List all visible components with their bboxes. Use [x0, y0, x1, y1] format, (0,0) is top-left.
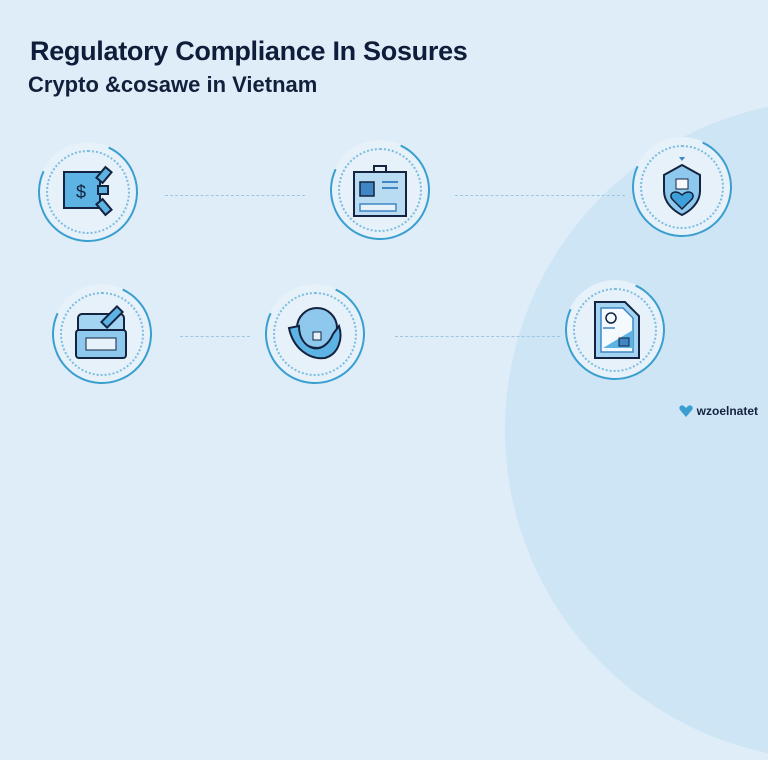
node-shield — [617, 122, 747, 252]
brand-name: wzoelnatet — [696, 404, 758, 418]
connector-line — [395, 336, 560, 337]
shield-heart-icon — [663, 157, 701, 217]
svg-text:$: $ — [76, 182, 86, 202]
briefcase-documents-icon — [353, 165, 407, 217]
heart-logo-icon — [679, 405, 693, 417]
node-vault: $ — [23, 127, 153, 257]
node-basket — [37, 269, 167, 399]
vault-dollar-icon: $ — [63, 165, 113, 217]
connector-line — [180, 336, 250, 337]
hands-globe-icon — [287, 307, 342, 360]
node-hands — [250, 269, 380, 399]
page-subtitle: Crypto &cosawe in Vietnam — [28, 72, 318, 97]
node-document — [550, 265, 680, 395]
basket-barcode-icon — [75, 304, 127, 359]
node-briefcase — [315, 125, 445, 255]
connector-line — [165, 195, 305, 196]
connector-line — [455, 195, 625, 196]
page-title: Regulatory Compliance In Sosures — [30, 36, 468, 66]
document-icon — [594, 301, 640, 359]
brand-logo: wzoelnatet — [679, 404, 758, 418]
